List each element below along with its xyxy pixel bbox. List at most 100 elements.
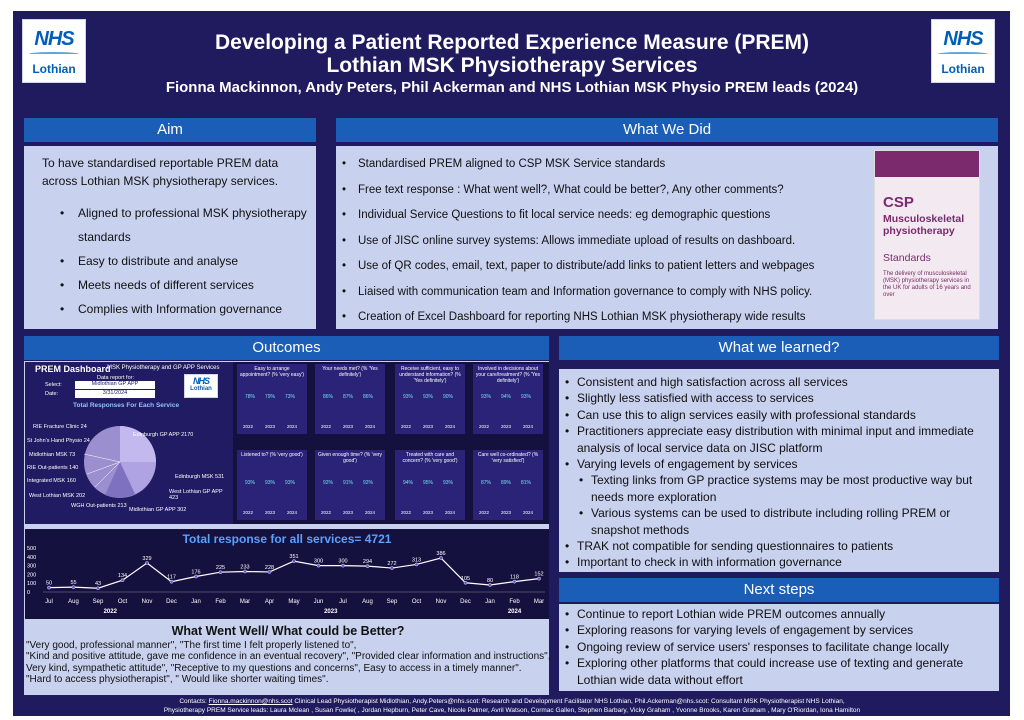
pie-slice — [105, 462, 135, 498]
x-tick-label: Jul — [339, 599, 347, 605]
x-tick-label: Feb — [215, 599, 226, 605]
data-point — [169, 579, 174, 584]
x-tick-label: Aug — [68, 599, 79, 605]
dashboard-pie-panel: PREM Dashboard MSK Physiotherapy and GP … — [25, 362, 233, 524]
date-label: Date: — [45, 391, 59, 397]
prem-dashboard: PREM Dashboard MSK Physiotherapy and GP … — [25, 362, 549, 524]
metric-value: 86% — [323, 394, 334, 400]
metric-value: 95% — [423, 480, 434, 486]
data-label: 386 — [436, 551, 445, 557]
dashboard-subtitle: MSK Physiotherapy and GP APP Services — [107, 365, 220, 371]
learned-panel: Consistent and high satisfaction across … — [559, 369, 999, 572]
what-we-did-item: Standardised PREM aligned to CSP MSK Ser… — [342, 152, 862, 178]
nhs-swoosh-icon — [938, 52, 988, 56]
metric-value: 93% — [285, 480, 296, 486]
what-we-did-item: Use of JISC online survey systems: Allow… — [342, 229, 862, 255]
pie-label: RIE Fracture Clinic 24 — [33, 424, 87, 430]
metric-value: 81% — [521, 480, 532, 486]
learned-item: Important to check in with information g… — [565, 554, 995, 571]
metric-year: 2024 — [445, 510, 456, 515]
metric-year: 2024 — [365, 424, 376, 429]
aim-panel: To have standardised reportable PREM dat… — [24, 146, 316, 329]
contact-email-link[interactable]: Fionna.mackinnon@nhs.scot — [208, 698, 293, 705]
data-point — [463, 580, 468, 585]
contacts-line1-rest: Clinical Lead Physiotherapist Midlothian… — [292, 698, 845, 705]
next-step-item: Exploring reasons for varying levels of … — [565, 622, 995, 639]
pie-divider — [86, 461, 121, 475]
metric-value: 73% — [285, 394, 296, 400]
x-tick-label: Jun — [314, 599, 324, 605]
x-tick-label: Jan — [191, 599, 201, 605]
learned-heading: What we learned? — [559, 336, 999, 360]
contacts-footer: Contacts: Fionna.mackinnon@nhs.scot Clin… — [0, 697, 1024, 715]
metric-card: Receive sufficient, easy to understand i… — [395, 364, 465, 434]
metric-value: 93% — [481, 394, 492, 400]
quote-line: "Very good, professional manner", "The f… — [26, 640, 357, 651]
data-point — [292, 559, 296, 563]
x-tick-label: Apr — [265, 599, 274, 605]
aim-heading: Aim — [24, 118, 316, 142]
x-tick-label: Jul — [45, 599, 53, 605]
learned-list: Consistent and high satisfaction across … — [565, 374, 995, 571]
metric-value: 92% — [323, 480, 334, 486]
metric-value: 93% — [403, 394, 414, 400]
metric-title: Given enough time? (% 'very good') — [317, 452, 383, 464]
next-step-item: Ongoing review of service users' respons… — [565, 639, 995, 656]
csp-cover-band — [875, 151, 979, 177]
metric-title: Your needs met? (% 'Yes definitely') — [322, 366, 378, 378]
date-value: 3/31/2024 — [75, 390, 155, 398]
metric-value: 79% — [265, 394, 276, 400]
data-point — [512, 579, 517, 584]
nhs-logo-text: NHS — [192, 376, 210, 386]
x-tick-label: Dec — [460, 599, 471, 605]
csp-standards-cover: CSP Musculoskeletal physiotherapy Standa… — [874, 150, 980, 320]
report-for-label: Data report for: — [97, 375, 134, 381]
x-tick-label: Oct — [118, 599, 128, 605]
went-well-title: What Went Well/ What could be Better? — [171, 624, 405, 638]
pie-label: Integrated MSK 160 — [27, 478, 76, 484]
pie-divider — [94, 461, 121, 488]
pie-title: Total Responses For Each Service — [73, 402, 180, 409]
contacts-line2: Physiotherapy PREM Service leads: Laura … — [163, 707, 861, 714]
metric-year: 2024 — [523, 510, 534, 515]
select-label: Select: — [45, 382, 62, 388]
service-select[interactable]: Midlothian GP APP — [75, 381, 155, 389]
x-tick-label: Sep — [387, 599, 398, 605]
contacts-line1: Contacts: Fionna.mackinnon@nhs.scot Clin… — [0, 697, 1024, 706]
what-we-did-item: Use of QR codes, email, text, paper to d… — [342, 254, 862, 280]
contacts-label: Contacts: — [179, 698, 209, 705]
metric-year: 2022 — [321, 424, 332, 429]
metric-value: 94% — [501, 394, 512, 400]
data-point — [316, 563, 321, 568]
y-tick-label: 200 — [27, 572, 36, 578]
data-point — [414, 562, 419, 567]
data-label: 351 — [289, 554, 298, 560]
poster-title-line2: Lothian MSK Physiotherapy Services — [326, 54, 698, 77]
metric-year: 2024 — [287, 424, 298, 429]
what-we-did-item: Creation of Excel Dashboard for reportin… — [342, 305, 862, 331]
nhs-lothian-logo-right: NHS Lothian — [931, 19, 995, 83]
metric-value: 92% — [363, 480, 374, 486]
y-tick-label: 500 — [27, 546, 36, 552]
data-label: 134 — [118, 573, 127, 579]
pie-label: WGH Out-patients 213 — [71, 503, 127, 509]
aim-item: Aligned to professional MSK physiotherap… — [60, 201, 310, 249]
aim-item: Meets needs of different services — [60, 273, 310, 297]
data-label: 300 — [338, 559, 347, 565]
year-label: 2023 — [324, 609, 338, 615]
learned-item: TRAK not compatible for sending question… — [565, 538, 995, 555]
csp-title: Musculoskeletal physiotherapy — [883, 213, 965, 237]
data-label: 50 — [46, 581, 52, 587]
x-tick-label: Aug — [362, 599, 373, 605]
total-responses-title: Total response for all services= 4721 — [182, 532, 392, 546]
metric-card: Given enough time? (% 'very good')92%91%… — [315, 450, 385, 520]
nhs-lothian-logo-left: NHS Lothian — [22, 19, 86, 83]
what-we-did-item: Free text response : What went well?, Wh… — [342, 178, 862, 204]
metric-value: 86% — [363, 394, 374, 400]
learned-item: Can use this to align services easily wi… — [565, 407, 995, 424]
learned-item: Slightly less satisfied with access to s… — [565, 390, 995, 407]
y-tick-label: 100 — [27, 581, 36, 587]
data-point — [488, 583, 492, 587]
x-tick-label: Oct — [412, 599, 422, 605]
